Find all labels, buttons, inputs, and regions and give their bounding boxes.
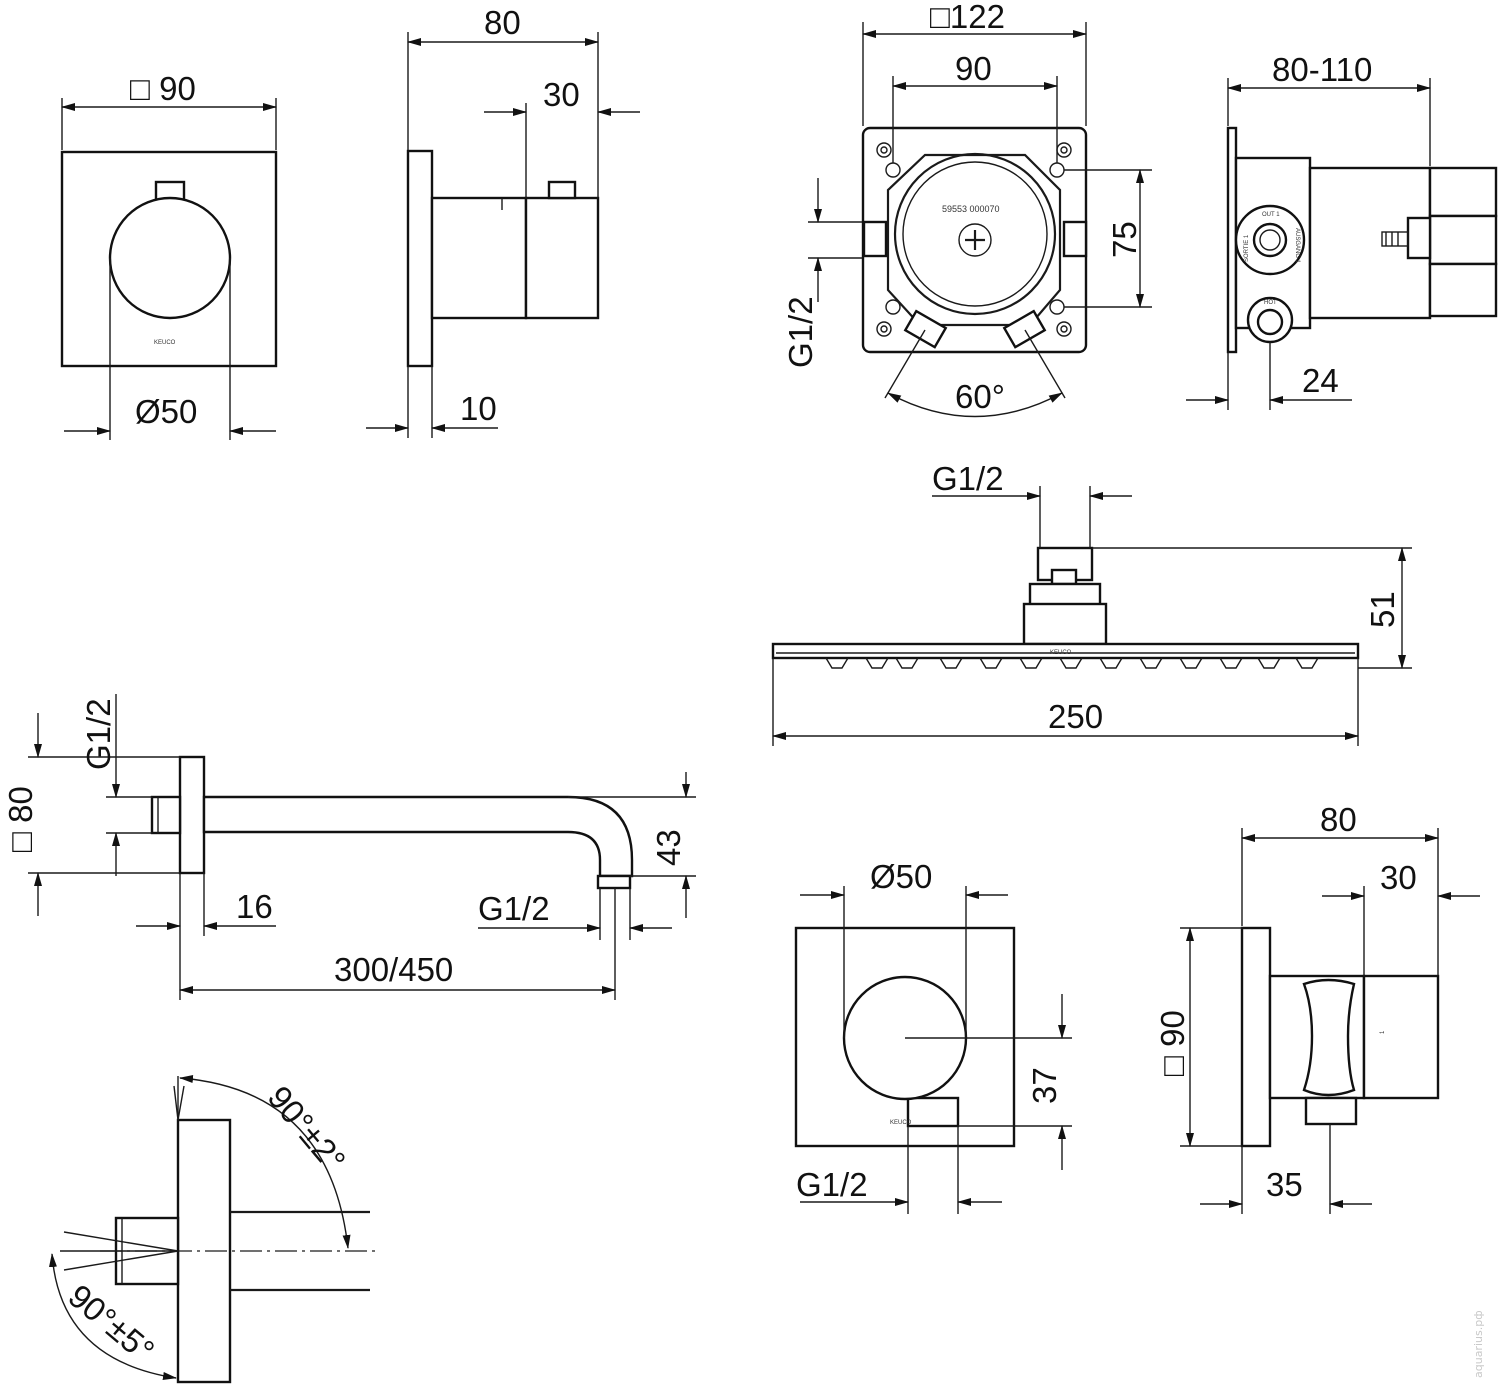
angle-upper-label: 90°±2° — [261, 1079, 353, 1179]
concealed-box-side-view: OUT 1 SORTIE 1 AUSGANG 1 HOT 80-110 24 — [1186, 51, 1498, 410]
holder-outlet-offset-label: 35 — [1266, 1166, 1303, 1203]
elbow-diameter-label: Ø50 — [870, 858, 932, 895]
thermostat-front-view: KEUCO □ 90 Ø50 — [60, 70, 278, 440]
arm-flange-label: □ 80 — [2, 786, 39, 852]
elbow-thread-label: G1/2 — [796, 1166, 868, 1203]
valve-hot-label: HOT — [1264, 300, 1277, 306]
thermostat-side-view: 80 30 10 — [366, 4, 640, 438]
arm-thread-inlet-label: G1/2 — [80, 698, 117, 770]
arm-flange-depth-label: 16 — [236, 888, 273, 925]
box-width-label: □122 — [930, 0, 1005, 35]
thermostat-knob-diameter-label: Ø50 — [135, 393, 197, 430]
watermark: aquarius.рф — [1472, 1310, 1485, 1378]
head-brand-mark: KEUCO — [1050, 650, 1072, 656]
wall-elbow-front-view: KEUCO Ø50 37 G1/2 — [794, 858, 1072, 1214]
head-height-label: 51 — [1364, 591, 1401, 628]
thermostat-width-label: □ 90 — [130, 70, 196, 107]
angle-lower-label: 90°±5° — [62, 1277, 162, 1369]
brand-mark: KEUCO — [154, 340, 176, 346]
valve-ausgang-label: AUSGANG 1 — [1294, 228, 1300, 264]
box-offset-label: 24 — [1302, 362, 1339, 399]
shower-head-view: KEUCO G1/2 51 250 — [771, 460, 1412, 746]
thermostat-plate-thickness-label: 10 — [460, 390, 497, 427]
box-install-depth-label: 80-110 — [1272, 51, 1372, 88]
shower-arm-view: □ 80 G1/2 43 16 G1/2 300/450 — [2, 694, 696, 1000]
box-hole-spacing-label: 90 — [955, 50, 992, 87]
elbow-outlet-height-label: 37 — [1026, 1067, 1063, 1104]
valve-out-label: OUT 1 — [1262, 212, 1280, 218]
box-serial: 59553 000070 — [942, 204, 1000, 214]
box-angle-label: 60° — [955, 378, 1005, 415]
thermostat-knob-depth-label: 30 — [543, 76, 580, 113]
arm-length-label: 300/450 — [334, 951, 453, 988]
head-width-label: 250 — [1048, 698, 1103, 735]
arm-drop-label: 43 — [650, 829, 687, 866]
holder-width-label: □ 90 — [1154, 1010, 1191, 1076]
head-thread-label: G1/2 — [932, 460, 1004, 497]
arm-thread-outlet-label: G1/2 — [478, 890, 550, 927]
concealed-box-front-view: 59553 000070 □122 90 75 G1/2 60° — [782, 0, 1152, 418]
holder-mark: 1 — [1380, 1030, 1386, 1034]
box-connection-spacing-label: 75 — [1106, 221, 1143, 258]
box-thread-label: G1/2 — [782, 296, 819, 368]
valve-sortie-label: SORTIE 1 — [1244, 234, 1250, 262]
holder-depth-label: 80 — [1320, 801, 1357, 838]
elbow-brand-mark: KEUCO — [890, 1120, 912, 1126]
shower-holder-side-view: 1 80 30 □ 90 35 — [1154, 801, 1480, 1214]
thermostat-depth-label: 80 — [484, 4, 521, 41]
holder-knob-depth-label: 30 — [1380, 859, 1417, 896]
angle-detail-view: 90°±2° 90°±5° — [48, 1075, 376, 1384]
